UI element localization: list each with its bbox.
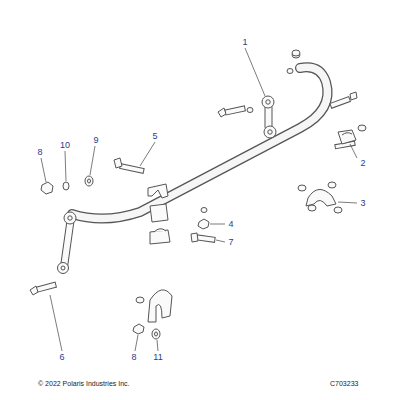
callout-number: 10 xyxy=(60,141,70,150)
callout-number: 5 xyxy=(152,132,157,141)
callout-number: 9 xyxy=(93,136,98,145)
callout-number: 2 xyxy=(360,159,365,168)
callout-number: 4 xyxy=(228,220,233,229)
callout-number: 7 xyxy=(228,238,233,247)
callout-number: 8 xyxy=(37,148,42,157)
callout-number: 1 xyxy=(242,38,247,47)
callout-number: 3 xyxy=(360,199,365,208)
callout-number: 6 xyxy=(59,353,64,362)
copyright-note: © 2022 Polaris Industries Inc. xyxy=(38,380,130,387)
drawing-number: C703233 xyxy=(330,380,358,387)
callout-number: 11 xyxy=(153,353,162,362)
callout-number: 8 xyxy=(131,353,136,362)
